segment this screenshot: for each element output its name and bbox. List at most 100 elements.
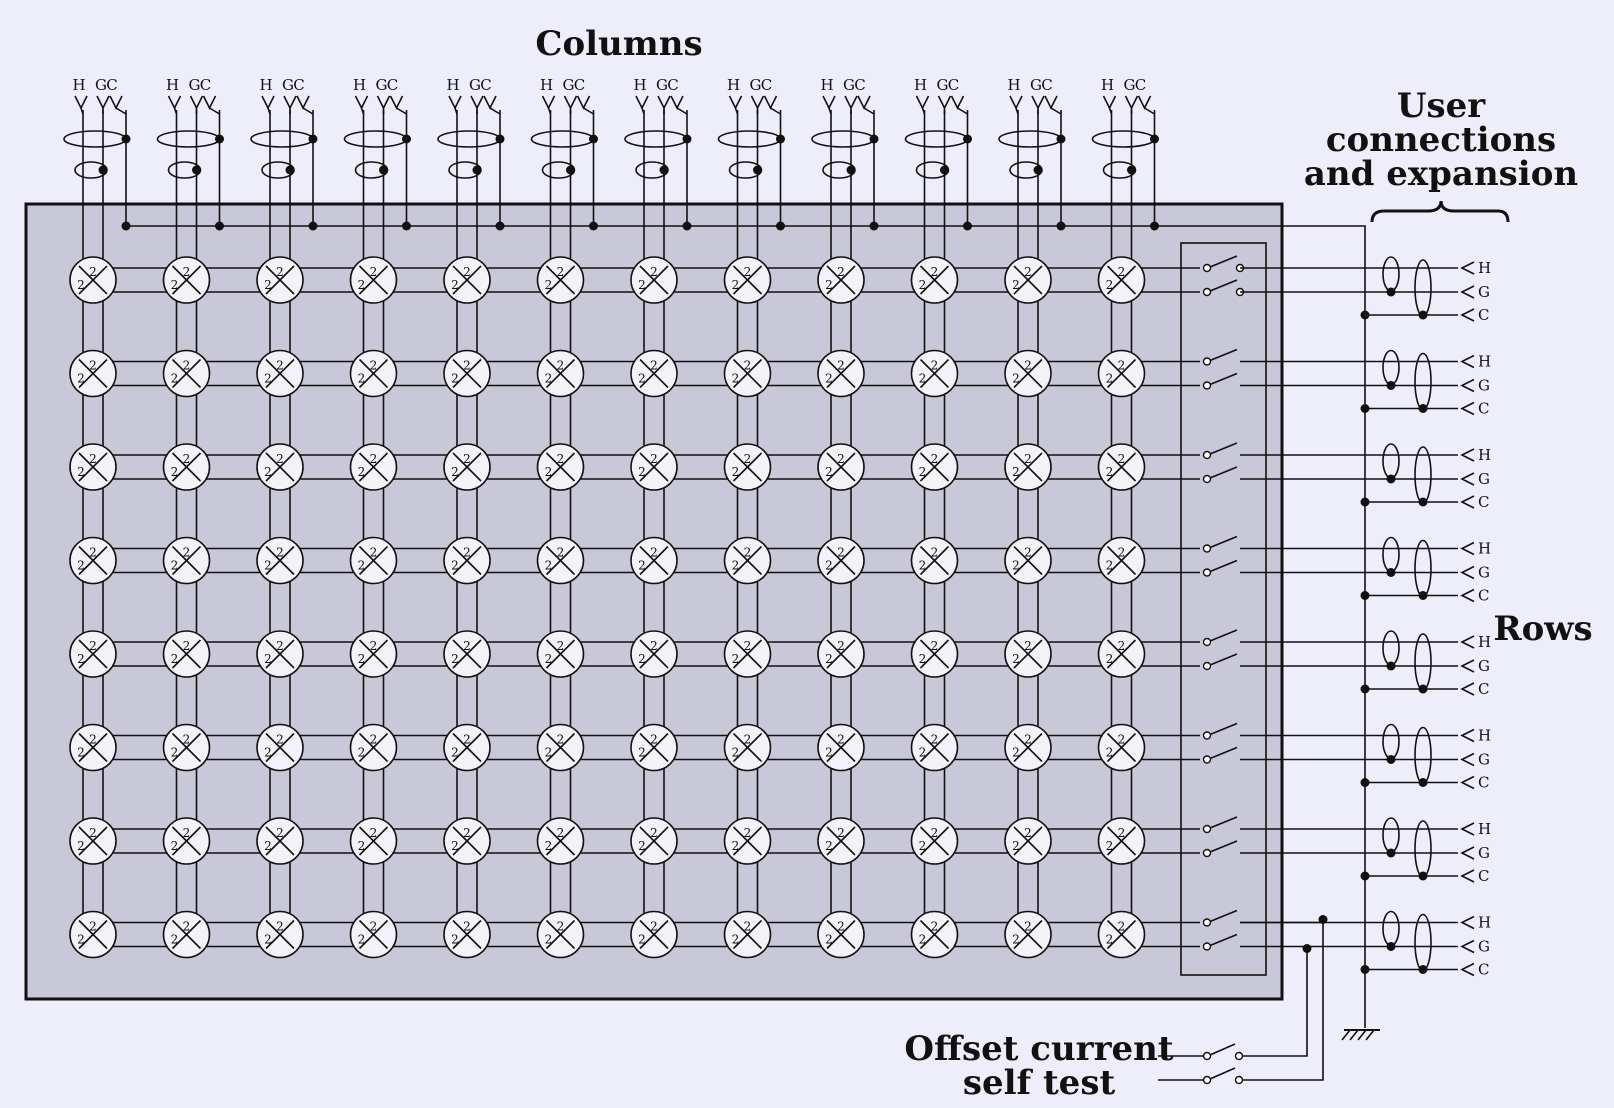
- row-connector-letter-g: G: [1478, 564, 1490, 582]
- crosspoint-label-left: 2: [1106, 465, 1114, 479]
- crosspoint-label-top: 2: [931, 546, 939, 560]
- row-switch-contact: [1202, 263, 1212, 273]
- crosspoint-label-left: 2: [1012, 652, 1020, 666]
- crosspoint: 22: [630, 817, 678, 865]
- crosspoint-label-top: 2: [1024, 546, 1032, 560]
- column-connector-stub: [454, 107, 458, 115]
- crosspoint: 22: [723, 817, 772, 865]
- column-connector-fork: [283, 95, 297, 110]
- shield-junction-dot: [1056, 134, 1066, 144]
- row-switch-contact: [1202, 474, 1212, 484]
- user-connections-brace: [1370, 200, 1510, 223]
- crosspoint-label-left: 2: [264, 559, 272, 573]
- column-connector-letter-g: G: [750, 76, 762, 94]
- crosspoint-label-left: 2: [825, 465, 833, 479]
- crosspoint-label-top: 2: [744, 452, 752, 466]
- column-connector-letter-h: H: [820, 76, 833, 94]
- columns-label: Columns: [535, 24, 702, 64]
- crosspoint-diagonal: [171, 732, 202, 763]
- column-connector-letter-c: C: [106, 76, 117, 94]
- crosspoint-label-left: 2: [638, 652, 646, 666]
- bus-junction-dot: [402, 221, 411, 231]
- crosspoint-label-top: 2: [557, 359, 565, 373]
- column-connector-fork: [763, 95, 778, 110]
- crosspoint-label-left: 2: [77, 465, 85, 479]
- row-guard-loop: [1382, 910, 1400, 947]
- crosspoint-label-left: 2: [638, 559, 646, 573]
- crosspoint-diagonal: [265, 826, 295, 856]
- crosspoint-diagonal: [358, 545, 389, 576]
- row-switch-contact: [1202, 287, 1212, 297]
- row-switch-blade: [1209, 255, 1238, 268]
- crosspoint: 22: [536, 536, 585, 585]
- crosspoint: 22: [723, 910, 772, 959]
- crosspoint: 22: [443, 723, 491, 772]
- column-shield-loop: [717, 130, 782, 148]
- crosspoint-label-top: 2: [1118, 546, 1126, 560]
- crosspoint-label-left: 2: [171, 278, 179, 292]
- column-shield-loop: [998, 130, 1062, 148]
- crosspoint-label-top: 2: [463, 359, 471, 373]
- row-bus-junction-dot: [1360, 965, 1370, 974]
- crosspoint-label-left: 2: [1106, 559, 1114, 573]
- row-switch-contact: [1202, 568, 1212, 577]
- crosspoint: 22: [817, 910, 865, 959]
- crosspoint-diagonal: [826, 358, 856, 389]
- guard-junction-dot: [659, 165, 669, 175]
- column-connector-fork: [1044, 95, 1058, 110]
- crosspoint: 22: [443, 443, 491, 491]
- crosspoint: 22: [349, 630, 398, 678]
- common-bus-line: [126, 225, 1366, 1028]
- row-guard-loop: [1382, 630, 1400, 666]
- crosspoint-label-left: 2: [1106, 746, 1114, 760]
- guard-junction-dot: [846, 165, 856, 175]
- crosspoint-label-left: 2: [451, 465, 459, 479]
- column-shield-loop: [343, 130, 408, 148]
- offset-wire-2: [1242, 948, 1308, 1057]
- row-connector-letter-g: G: [1478, 938, 1490, 956]
- crosspoint-label-top: 2: [463, 546, 471, 560]
- crosspoint-label-top: 2: [650, 639, 658, 653]
- column-connector-stub: [583, 107, 594, 115]
- shield-junction-dot: [869, 134, 879, 144]
- column-connector-fork: [389, 95, 404, 110]
- column-shield-loop: [437, 130, 501, 148]
- column-shield-loop: [904, 130, 969, 148]
- crosspoint-label-left: 2: [919, 559, 927, 573]
- column-connector-stub: [115, 107, 127, 115]
- crosspoint-label-left: 2: [919, 746, 927, 760]
- crosspoint: 22: [910, 817, 959, 865]
- crosspoint-label-left: 2: [77, 933, 85, 947]
- crosspoint-label-left: 2: [1012, 746, 1020, 760]
- column-connector-letter-h: H: [540, 76, 553, 94]
- column-connector-fork: [844, 95, 858, 110]
- crosspoint-label-top: 2: [89, 265, 97, 279]
- crosspoint-label-left: 2: [545, 559, 553, 573]
- row-connector-fork: [1460, 915, 1475, 930]
- crosspoint-label-top: 2: [183, 359, 191, 373]
- matrix-panel-box: [24, 202, 1284, 1001]
- crosspoint-label-top: 2: [183, 546, 191, 560]
- crosspoint-label-top: 2: [276, 265, 284, 279]
- crosspoint-diagonal: [919, 265, 950, 295]
- crosspoint-label-top: 2: [557, 546, 565, 560]
- crosspoint-label-top: 2: [89, 452, 97, 466]
- crosspoint-label-left: 2: [825, 559, 833, 573]
- row-guard-dot: [1386, 661, 1396, 671]
- crosspoint-label-left: 2: [1106, 839, 1114, 853]
- crosspoint-label-left: 2: [825, 372, 833, 386]
- crosspoint-label-top: 2: [650, 733, 658, 747]
- offset-current-circuit: [1158, 915, 1328, 1085]
- crosspoint-label-top: 2: [837, 920, 845, 934]
- crosspoint-diagonal: [265, 732, 295, 763]
- column-connector-fork: [1031, 95, 1045, 110]
- guard-junction-dot: [472, 165, 482, 175]
- crosspoint-label-left: 2: [545, 465, 553, 479]
- column-connector-fork: [296, 95, 310, 110]
- row-guard-dot: [1386, 755, 1396, 764]
- column-shield-loop: [156, 130, 221, 148]
- column-connector-stub: [863, 107, 875, 115]
- bus-junction-dot: [589, 221, 598, 231]
- crosspoint-label-left: 2: [638, 839, 646, 853]
- column-connector-stub: [1015, 107, 1019, 115]
